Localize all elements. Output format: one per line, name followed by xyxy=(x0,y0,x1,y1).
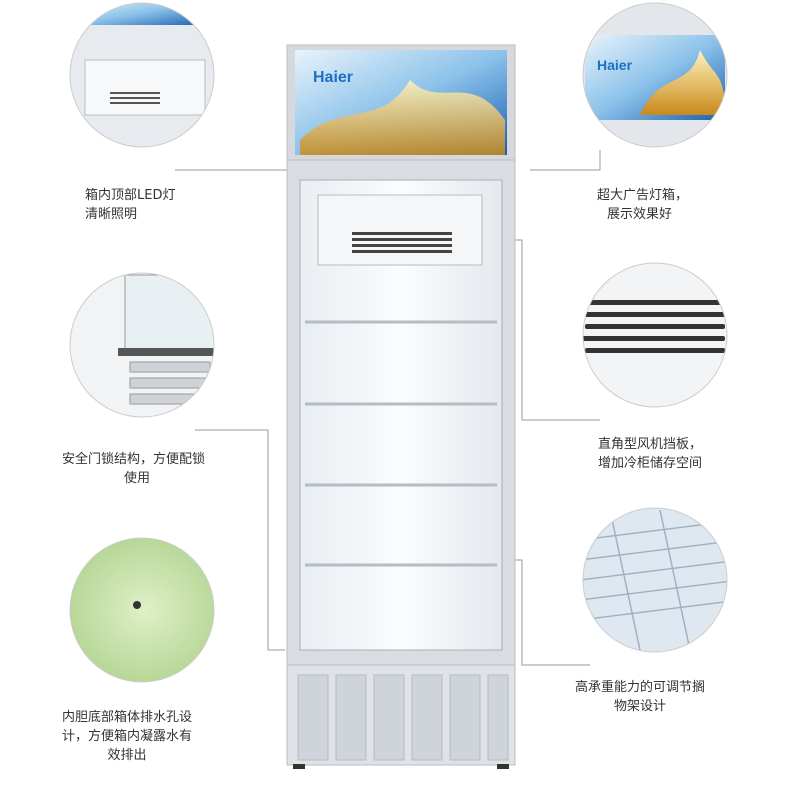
caption-drain-hole: 内胆底部箱体排水孔设 计，方便箱内凝露水有 效排出 xyxy=(62,708,192,765)
detail-drain-hole xyxy=(69,537,215,683)
svg-text:Haier: Haier xyxy=(597,57,633,73)
caption-line: 清晰照明 xyxy=(85,207,138,222)
caption-line: 展示效果好 xyxy=(607,207,673,222)
caption-fan-baffle: 直角型风机挡板， 增加冷柜储存空间 xyxy=(598,435,702,473)
detail-led-light xyxy=(69,2,215,148)
caption-line: 直角型风机挡板， xyxy=(598,437,703,452)
caption-shelves: 高承重能力的可调节搁 物架设计 xyxy=(575,678,705,716)
caption-line: 安全门锁结构，方便配锁 xyxy=(62,452,206,467)
haier-logo: Haier xyxy=(313,69,353,86)
fridge: Haier xyxy=(286,44,516,769)
detail-fan-baffle xyxy=(582,262,728,408)
caption-line: 物架设计 xyxy=(614,699,667,714)
caption-door-lock: 安全门锁结构，方便配锁 使用 xyxy=(62,450,205,488)
caption-line: 超大广告灯箱， xyxy=(597,188,689,203)
detail-shelves xyxy=(582,507,728,653)
detail-ad-lightbox: Haier xyxy=(582,2,728,148)
caption-led-light: 箱内顶部LED灯 清晰照明 xyxy=(85,186,175,224)
caption-line: 效排出 xyxy=(107,748,147,763)
caption-line: 高承重能力的可调节搁 xyxy=(575,680,706,695)
caption-line: 增加冷柜储存空间 xyxy=(598,456,703,471)
caption-ad-lightbox: 超大广告灯箱， 展示效果好 xyxy=(597,186,688,224)
detail-door-lock xyxy=(69,272,215,418)
caption-line: 内胆底部箱体排水孔设 xyxy=(62,710,193,725)
caption-line: 箱内顶部LED灯 xyxy=(85,188,176,203)
caption-line: 计，方便箱内凝露水有 xyxy=(62,729,193,744)
caption-line: 使用 xyxy=(124,471,151,486)
